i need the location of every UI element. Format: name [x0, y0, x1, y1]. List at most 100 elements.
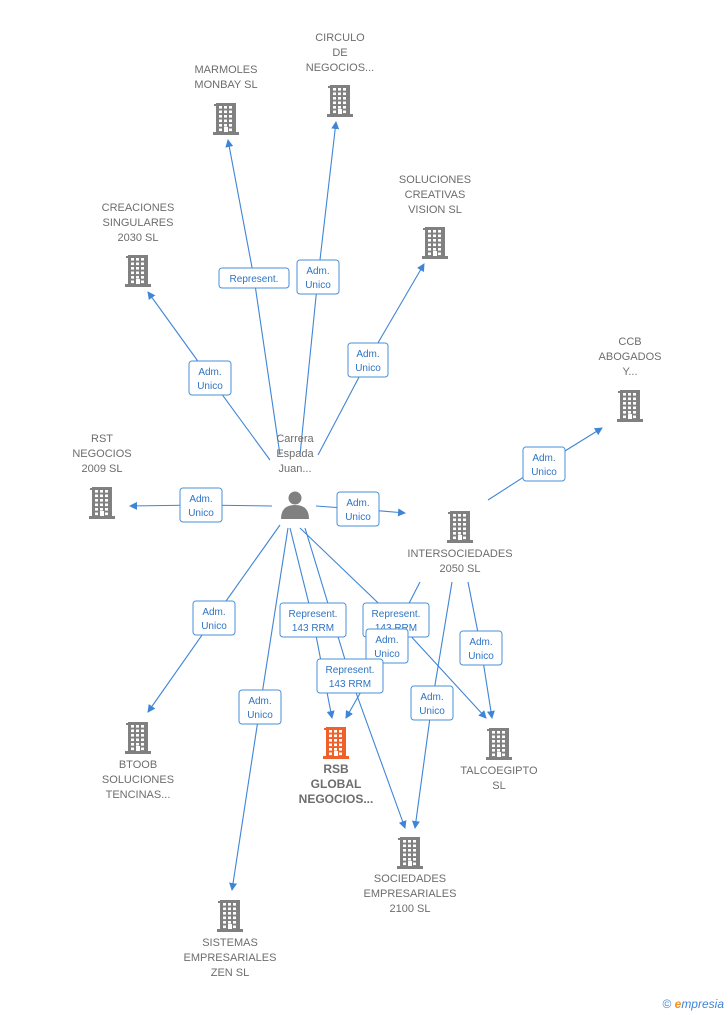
building-icon: [125, 255, 151, 287]
edge-label[interactable]: Adm.Unico: [238, 689, 282, 725]
node-label-line: INTERSOCIEDADES: [407, 548, 512, 560]
edge-label[interactable]: Adm. Unico: [459, 630, 503, 666]
node-label-line: Espada: [276, 448, 314, 460]
edge-labels-layer: Represent.Adm.UnicoAdm.UnicoAdm.UnicoAdm…: [179, 259, 566, 725]
node-label-line: RST: [91, 433, 113, 445]
edge-label-text: Unico: [345, 512, 371, 523]
node-soluciones[interactable]: SOLUCIONES CREATIVAS VISION SL: [399, 174, 471, 259]
edge-label-text: Adm.: [375, 635, 398, 646]
node-label-line: Carrera: [276, 433, 314, 445]
edge-label-text: Represent.: [326, 665, 375, 676]
node-label-line: SOLUCIONES: [102, 774, 174, 786]
node-circulo[interactable]: CIRCULO DE NEGOCIOS...: [306, 32, 374, 117]
node-label-line: SOCIEDADES: [374, 873, 446, 885]
edge-label-text: Represent.: [372, 609, 421, 620]
edge-label[interactable]: Adm. Unico: [296, 259, 340, 295]
node-label-line: TENCINAS...: [106, 789, 171, 801]
node-label-line: GLOBAL: [311, 777, 362, 791]
node-label-line: NEGOCIOS...: [306, 62, 374, 74]
edge-label-text: Unico: [419, 706, 445, 717]
edge-label-text: Adm.: [198, 367, 221, 378]
node-label-line: NEGOCIOS...: [299, 792, 374, 806]
building-icon: [422, 227, 448, 259]
node-label-line: SISTEMAS: [202, 937, 258, 949]
node-intersociedades[interactable]: INTERSOCIEDADES 2050 SL: [407, 511, 513, 575]
brand-logo-text: mpresia: [681, 997, 724, 1011]
edge-label-text: Adm.: [306, 266, 329, 277]
brand-logo-initial: e: [674, 997, 682, 1011]
node-label-line: 2100 SL: [390, 903, 431, 915]
node-sociedades[interactable]: SOCIEDADES EMPRESARIALES 2100 SL: [364, 837, 457, 915]
edge-label-text: Unico: [374, 649, 400, 660]
edge-label-text: Adm.: [420, 692, 443, 703]
node-label-line: TALCOEGIPTO: [460, 765, 538, 777]
node-label-line: 2009 SL: [82, 463, 123, 475]
node-ccb[interactable]: CCB ABOGADOS Y...: [599, 336, 662, 422]
edge-person-marmoles: [225, 139, 281, 456]
edge-label[interactable]: Adm. Unico: [522, 446, 566, 482]
building-icon: [397, 837, 423, 869]
node-label-line: CREACIONES: [102, 202, 175, 214]
node-btoob[interactable]: BTOOBSOLUCIONESTENCINAS...: [102, 722, 174, 801]
edge-label-text: Represent.: [230, 274, 279, 285]
edge-label-text: 143 RRM: [329, 679, 371, 690]
edge-label[interactable]: Adm. Unico: [410, 685, 454, 721]
building-icon: [217, 900, 243, 932]
node-label-line: 2030 SL: [118, 232, 159, 244]
node-label-line: CIRCULO: [315, 32, 365, 44]
edge-label[interactable]: Adm. Unico: [192, 600, 236, 636]
building-icon: [89, 487, 115, 519]
node-label-line: VISION SL: [408, 204, 462, 216]
node-label-line: Y...: [622, 366, 637, 378]
edge-label-text: Unico: [305, 280, 331, 291]
building-icon: [213, 103, 239, 135]
node-rsb[interactable]: RSBGLOBALNEGOCIOS...: [299, 727, 374, 806]
edge-label-text: Adm.: [532, 453, 555, 464]
node-label-line: 2050 SL: [440, 563, 481, 575]
edge-label-text: Unico: [201, 621, 227, 632]
edge-label[interactable]: Adm. Unico: [365, 628, 409, 664]
edge-label-text: Adm.: [469, 637, 492, 648]
node-label-line: EMPRESARIALES: [184, 952, 277, 964]
node-label-line: EMPRESARIALES: [364, 888, 457, 900]
node-label-line: ABOGADOS: [599, 351, 662, 363]
edge-label[interactable]: Adm.Unico: [347, 342, 389, 378]
node-label-line: RSB: [323, 762, 349, 776]
node-label-line: Juan...: [278, 463, 311, 475]
footer-brand: © empresia: [662, 997, 724, 1011]
node-creaciones[interactable]: CREACIONES SINGULARES 2030 SL: [102, 202, 175, 287]
building-icon: [447, 511, 473, 543]
node-label-line: CREATIVAS: [405, 189, 466, 201]
node-label-line: CCB: [618, 336, 641, 348]
edge-label-text: Adm.: [202, 607, 225, 618]
edge-label[interactable]: Adm.Unico: [188, 360, 232, 396]
node-rst[interactable]: RST NEGOCIOS 2009 SL: [72, 433, 132, 519]
edge-label-text: Unico: [468, 651, 494, 662]
edge-label-text: Adm.: [248, 696, 271, 707]
edge-label-text: 143 RRM: [292, 623, 334, 634]
node-sistemas[interactable]: SISTEMAS EMPRESARIALES ZEN SL: [184, 900, 277, 979]
edge-label[interactable]: Adm. Unico: [336, 491, 380, 527]
node-label-line: DE: [332, 47, 347, 59]
edge-label[interactable]: Represent. 143 RRM: [279, 602, 347, 638]
edge-label[interactable]: Adm. Unico: [179, 487, 223, 523]
edge-label-text: Represent.: [289, 609, 338, 620]
node-label-line: ZEN SL: [211, 967, 250, 979]
node-label-line: SINGULARES: [103, 217, 174, 229]
edge-label-text: Unico: [188, 508, 214, 519]
node-person[interactable]: CarreraEspadaJuan...: [276, 433, 315, 519]
building-icon-highlighted: [323, 727, 349, 759]
node-label-line: NEGOCIOS: [72, 448, 131, 460]
person-icon: [281, 491, 309, 519]
edge-label[interactable]: Represent. 143 RRM: [316, 658, 384, 694]
edge-label-text: Adm.: [189, 494, 212, 505]
building-icon: [617, 390, 643, 422]
edge-label[interactable]: Represent.: [218, 267, 290, 289]
edge-label-text: Unico: [531, 467, 557, 478]
edge-label-text: Adm.: [346, 498, 369, 509]
node-label-line: SOLUCIONES: [399, 174, 471, 186]
